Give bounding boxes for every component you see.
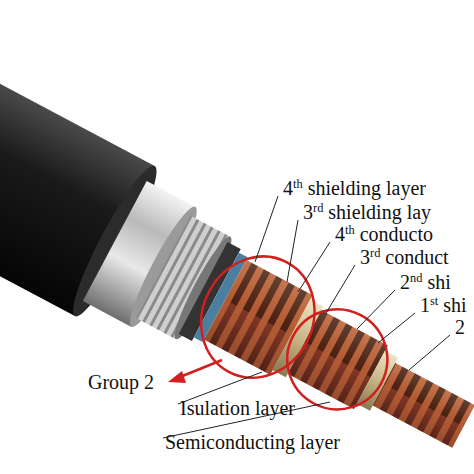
part-label: 1st shi (420, 295, 467, 315)
part-label: Semiconducting layer (165, 432, 340, 452)
leader-lines (163, 196, 450, 438)
part-label: 2nd shi (400, 272, 451, 292)
part-label: 2 (455, 317, 465, 337)
part-label: 3rd conduct (360, 247, 449, 267)
part-label: 3rd shielding lay (303, 202, 431, 222)
part-label: 4th shielding layer (283, 178, 426, 198)
group-label: Group 2 (88, 372, 154, 392)
group-arrow (168, 360, 222, 383)
part-label: 4th conducto (335, 224, 433, 244)
part-label: Isulation layer (180, 398, 295, 418)
